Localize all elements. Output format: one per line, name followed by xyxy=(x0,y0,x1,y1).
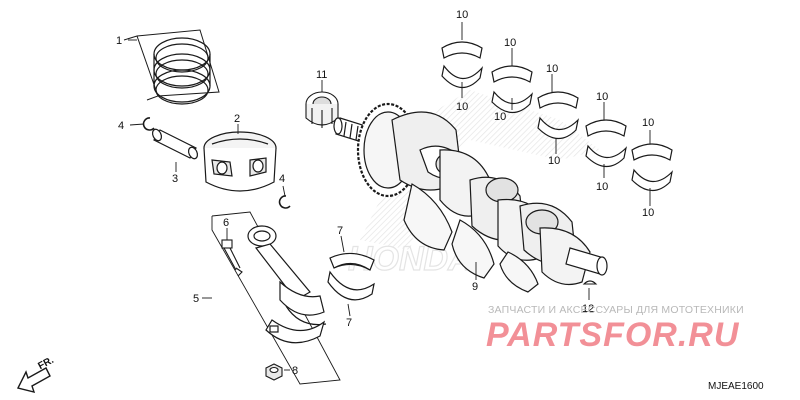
main-bearing-4 xyxy=(585,119,627,168)
callout-10-b5-bottom: 10 xyxy=(642,207,654,219)
callout-10-b2-bottom: 10 xyxy=(494,111,506,123)
main-bearing-1 xyxy=(441,41,484,89)
pin-clip-left xyxy=(142,117,155,131)
ring-group-bracket-2 xyxy=(136,29,220,97)
woodruff-key xyxy=(582,280,598,285)
callout-1: 1 xyxy=(116,35,122,47)
callout-10-b4-top: 10 xyxy=(596,91,608,103)
watermark-caption: ЗАПЧАСТИ И АКСЕССУАРЫ ДЛЯ МОТОТЕХНИКИ xyxy=(488,304,744,316)
crankshaft xyxy=(333,102,608,293)
diagram-code: MJEAE1600 xyxy=(708,381,764,392)
callout-10-b5-top: 10 xyxy=(642,117,654,129)
callout-4-left: 4 xyxy=(118,120,124,132)
callout-7-top: 7 xyxy=(337,225,343,237)
needle-bearing xyxy=(305,91,339,128)
pin-clip-right xyxy=(278,195,291,209)
conrod-group-bracket xyxy=(211,211,341,385)
callout-4-right: 4 xyxy=(279,173,285,185)
callout-10-b1-bottom: 10 xyxy=(456,101,468,113)
callout-10-b4-bottom: 10 xyxy=(596,181,608,193)
leader-lines xyxy=(128,22,651,371)
callout-9: 9 xyxy=(472,281,478,293)
conrod-bolt xyxy=(221,239,243,277)
callout-7-bottom: 7 xyxy=(346,317,352,329)
watermark-brand: PARTSFOR.RU xyxy=(486,316,740,354)
ring-group-bracket xyxy=(123,35,159,101)
piston xyxy=(203,131,277,192)
piston-pin xyxy=(151,128,199,160)
main-bearing-2 xyxy=(491,65,533,114)
conrod-cap xyxy=(265,319,326,344)
conrod-bearing-pair xyxy=(327,252,375,301)
connecting-rod xyxy=(247,225,327,326)
piston-rings xyxy=(153,37,211,105)
callout-12: 12 xyxy=(582,303,594,315)
callout-10-b1-top: 10 xyxy=(456,9,468,21)
conrod-nut xyxy=(265,363,283,381)
callout-8: 8 xyxy=(292,365,298,377)
callout-5: 5 xyxy=(193,293,199,305)
callout-10-b2-top: 10 xyxy=(504,37,516,49)
main-bearing-5 xyxy=(631,143,673,192)
callout-11: 11 xyxy=(316,69,327,81)
callout-3: 3 xyxy=(172,173,178,185)
callout-2: 2 xyxy=(234,113,240,125)
callout-10-b3-bottom: 10 xyxy=(548,155,560,167)
callout-6: 6 xyxy=(223,217,229,229)
main-bearing-3 xyxy=(537,91,579,140)
front-arrow-icon xyxy=(16,367,51,393)
callout-10-b3-top: 10 xyxy=(546,63,558,75)
